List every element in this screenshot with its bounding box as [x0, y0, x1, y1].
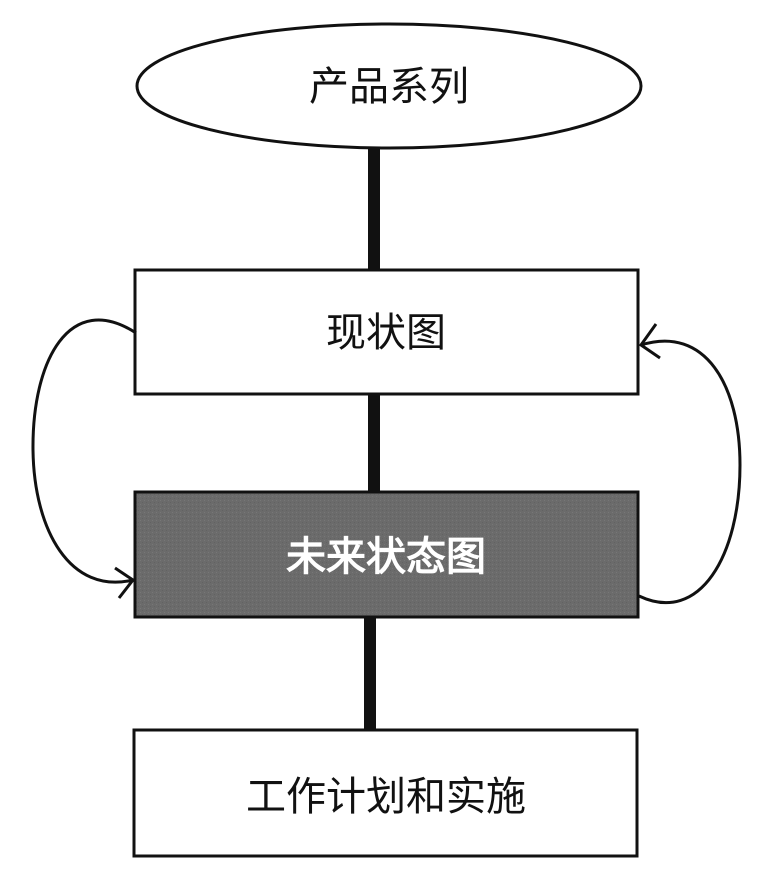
current-state-label: 现状图: [326, 310, 446, 356]
node-product-family: 产品系列: [135, 22, 643, 150]
right-loop-arrow: [638, 323, 742, 604]
work-plan-label: 工作计划和实施: [246, 774, 526, 820]
future-state-label: 未来状态图: [286, 534, 486, 580]
work-plan-box: [132, 728, 639, 858]
node-future-state-map: 未来状态图: [133, 490, 640, 619]
node-work-plan: 工作计划和实施: [132, 728, 639, 858]
left-loop-curve: [31, 318, 137, 584]
right-loop-curve: [638, 339, 742, 604]
node-current-state-map: 现状图: [133, 268, 640, 396]
product-family-label: 产品系列: [309, 64, 469, 110]
start-ellipse: [135, 22, 643, 150]
left-loop-arrowhead: [114, 566, 136, 599]
future-state-box: [133, 490, 640, 619]
left-loop-arrow: [31, 318, 137, 599]
right-loop-arrowhead: [638, 323, 661, 360]
current-state-box: [133, 268, 640, 396]
